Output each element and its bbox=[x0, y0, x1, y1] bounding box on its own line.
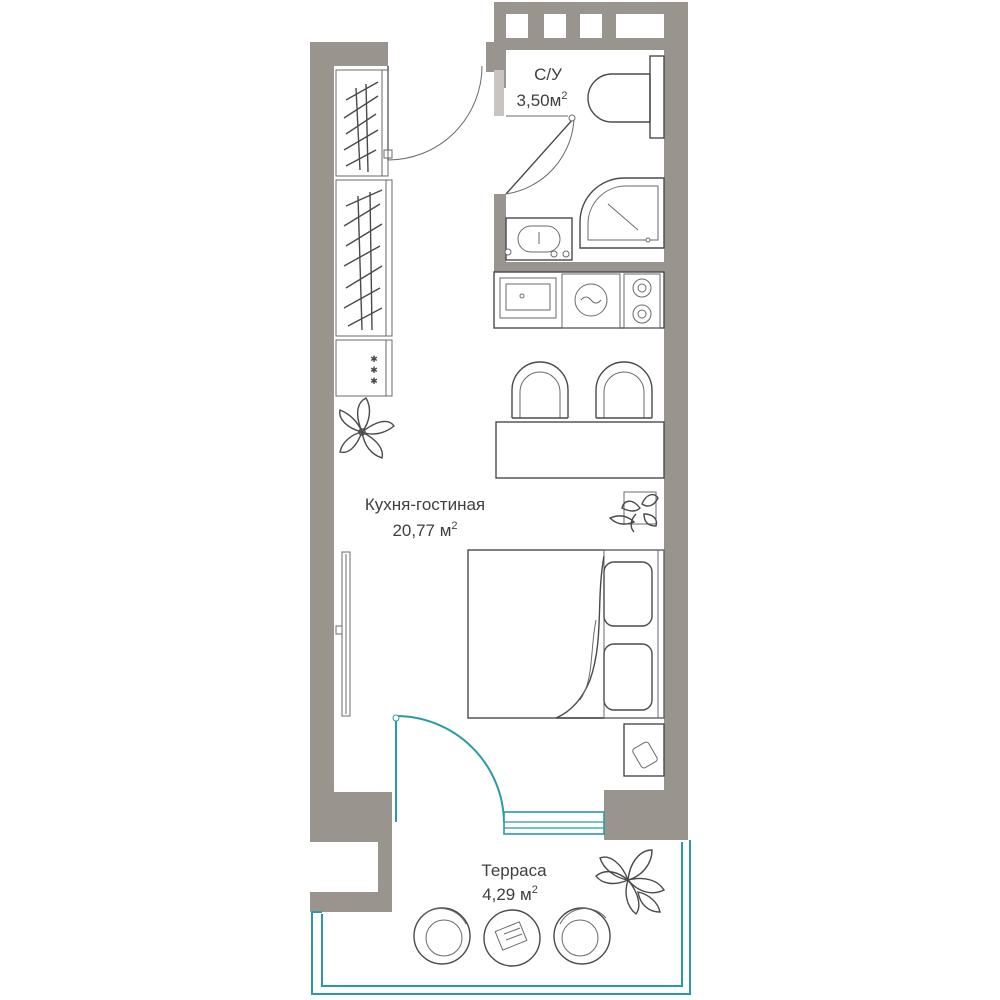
terrace-railing bbox=[311, 840, 691, 995]
svg-text:✱: ✱ bbox=[370, 366, 378, 376]
terrace-name: Терраса bbox=[481, 861, 547, 880]
washer-icon bbox=[561, 273, 621, 329]
toilet-icon bbox=[587, 55, 665, 139]
plant-icon bbox=[339, 397, 395, 459]
living-room-name: Кухня-гостиная bbox=[365, 495, 485, 514]
svg-text:✱: ✱ bbox=[370, 377, 378, 387]
svg-text:✱: ✱ bbox=[370, 355, 378, 365]
room-labels: С/У 3,50м2 Кухня-гостиная 20,77 м2 Терра… bbox=[365, 65, 568, 904]
sink-icon bbox=[504, 217, 573, 261]
nightstand-icon bbox=[623, 723, 665, 777]
bed-icon bbox=[467, 549, 665, 719]
plant-icon bbox=[608, 491, 659, 533]
kitchen-counter bbox=[493, 271, 665, 329]
dining-table bbox=[495, 421, 665, 479]
wardrobe-icon: ✱ ✱ ✱ bbox=[335, 69, 393, 397]
chair-icon bbox=[595, 361, 653, 419]
shower-icon bbox=[579, 177, 665, 249]
round-chair-icon bbox=[553, 907, 611, 965]
plant-icon bbox=[595, 849, 665, 915]
stove-icon bbox=[623, 273, 661, 329]
living-room-area: 20,77 м2 bbox=[392, 520, 457, 540]
bathroom-area: 3,50м2 bbox=[517, 90, 568, 110]
entrance-door-icon bbox=[383, 65, 483, 161]
terrace-area: 4,29 м2 bbox=[482, 884, 538, 904]
walls bbox=[310, 2, 688, 912]
chair-icon bbox=[511, 361, 569, 419]
bathroom-name: С/У bbox=[534, 65, 562, 84]
round-table-icon bbox=[483, 909, 541, 967]
bathroom-door-swing-icon bbox=[505, 114, 576, 195]
terrace-window-icon bbox=[503, 811, 605, 835]
round-chair-icon bbox=[413, 907, 471, 965]
pillow-icon bbox=[603, 643, 653, 711]
kitchen-sink-icon bbox=[499, 277, 557, 319]
tv-icon bbox=[335, 551, 351, 717]
terrace-door-icon bbox=[392, 714, 505, 823]
pillow-icon bbox=[603, 561, 653, 627]
